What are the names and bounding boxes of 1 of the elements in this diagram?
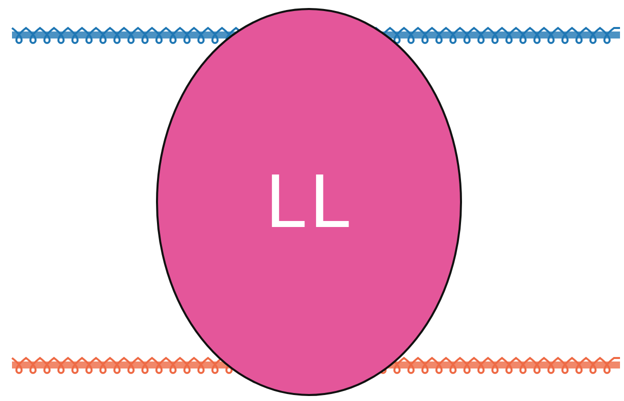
- blob-label: LL: [264, 166, 354, 238]
